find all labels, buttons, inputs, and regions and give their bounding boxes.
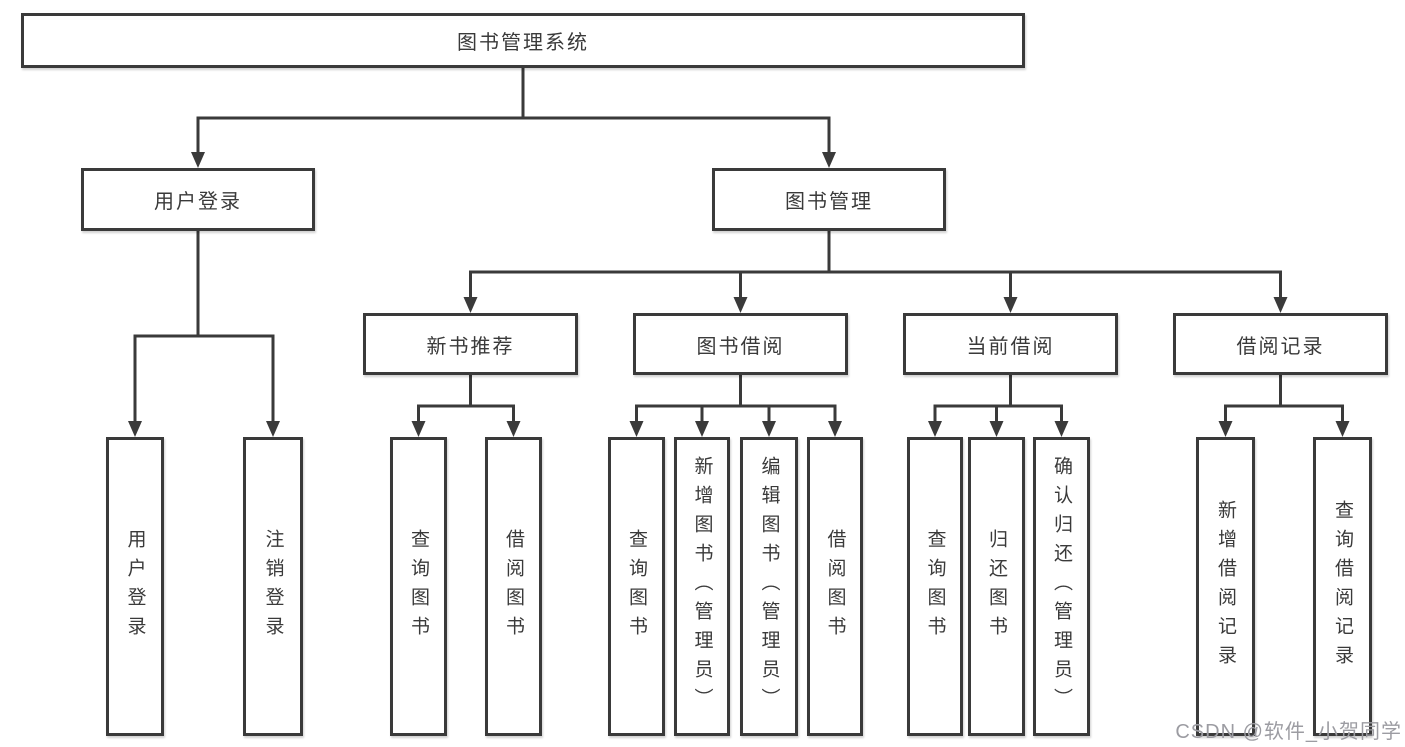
- arrowhead-down-icon: [1335, 421, 1350, 437]
- arrowhead-down-icon: [733, 297, 748, 313]
- node-current-borrow: 当前借阅: [903, 313, 1118, 375]
- arrowhead-down-icon: [822, 152, 836, 168]
- arrowhead-down-icon: [506, 421, 521, 437]
- node-label-book-mgmt: 图书管理: [785, 191, 873, 213]
- arrowhead-down-icon: [1054, 421, 1069, 437]
- node-borrow-records: 借阅记录: [1173, 313, 1388, 375]
- arrowhead-down-icon: [411, 421, 426, 437]
- arrowhead-down-icon: [989, 421, 1004, 437]
- node-v-query-book-2: 查询图书: [608, 437, 665, 736]
- watermark: CSDN @软件_小贺同学: [1175, 721, 1402, 743]
- node-label-v-borrow-book-1: 借阅图书: [503, 528, 524, 645]
- arrowhead-down-icon: [1003, 297, 1018, 313]
- arrowhead-down-icon: [629, 421, 644, 437]
- node-v-query-book-1: 查询图书: [390, 437, 447, 736]
- node-v-borrow-book-2: 借阅图书: [807, 437, 863, 736]
- arrowhead-down-icon: [1218, 421, 1233, 437]
- node-label-v-logout: 注销登录: [262, 528, 284, 645]
- node-v-logout: 注销登录: [243, 437, 303, 736]
- node-v-confirm-return: 确认归还（管理员）: [1033, 437, 1090, 736]
- arrowhead-down-icon: [762, 421, 776, 437]
- node-label-current-borrow: 当前借阅: [966, 335, 1055, 358]
- node-v-query-borrow-record: 查询借阅记录: [1313, 437, 1372, 736]
- node-v-edit-book: 编辑图书（管理员）: [740, 437, 798, 736]
- node-v-add-borrow-record: 新增借阅记录: [1196, 437, 1255, 736]
- node-v-user-login: 用户登录: [106, 437, 164, 736]
- node-label-v-edit-book: 编辑图书（管理员）: [758, 456, 780, 717]
- node-label-v-query-book-1: 查询图书: [408, 528, 429, 645]
- arrowhead-down-icon: [463, 297, 478, 313]
- node-label-v-user-login: 用户登录: [124, 528, 146, 645]
- arrowhead-down-icon: [191, 152, 205, 168]
- node-root: 图书管理系统: [21, 13, 1025, 68]
- node-label-v-return-book: 归还图书: [986, 528, 1007, 645]
- node-label-book-borrow: 图书借阅: [696, 335, 785, 358]
- node-label-user-login: 用户登录: [154, 191, 242, 213]
- node-label-new-book-rec: 新书推荐: [426, 335, 515, 358]
- arrowhead-down-icon: [128, 421, 142, 437]
- node-label-v-add-borrow-record: 新增借阅记录: [1215, 499, 1236, 674]
- node-v-return-book: 归还图书: [968, 437, 1025, 736]
- arrowhead-down-icon: [266, 421, 280, 437]
- node-label-v-confirm-return: 确认归还（管理员）: [1051, 456, 1072, 717]
- node-v-borrow-book-1: 借阅图书: [485, 437, 542, 736]
- node-v-query-book-3: 查询图书: [907, 437, 963, 736]
- node-label-borrow-records: 借阅记录: [1236, 335, 1325, 358]
- node-book-borrow: 图书借阅: [633, 313, 848, 375]
- node-label-root: 图书管理系统: [457, 32, 589, 54]
- node-v-add-book: 新增图书（管理员）: [674, 437, 730, 736]
- node-label-v-query-book-2: 查询图书: [626, 528, 647, 645]
- arrowhead-down-icon: [828, 421, 842, 437]
- node-book-mgmt: 图书管理: [712, 168, 946, 231]
- node-label-v-add-book: 新增图书（管理员）: [691, 456, 713, 717]
- node-label-v-query-book-3: 查询图书: [924, 528, 946, 645]
- arrowhead-down-icon: [928, 421, 942, 437]
- arrowhead-down-icon: [695, 421, 709, 437]
- node-label-v-borrow-book-2: 借阅图书: [824, 528, 846, 645]
- node-label-v-query-borrow-record: 查询借阅记录: [1332, 499, 1353, 674]
- node-user-login: 用户登录: [81, 168, 315, 231]
- node-new-book-rec: 新书推荐: [363, 313, 578, 375]
- arrowhead-down-icon: [1273, 297, 1288, 313]
